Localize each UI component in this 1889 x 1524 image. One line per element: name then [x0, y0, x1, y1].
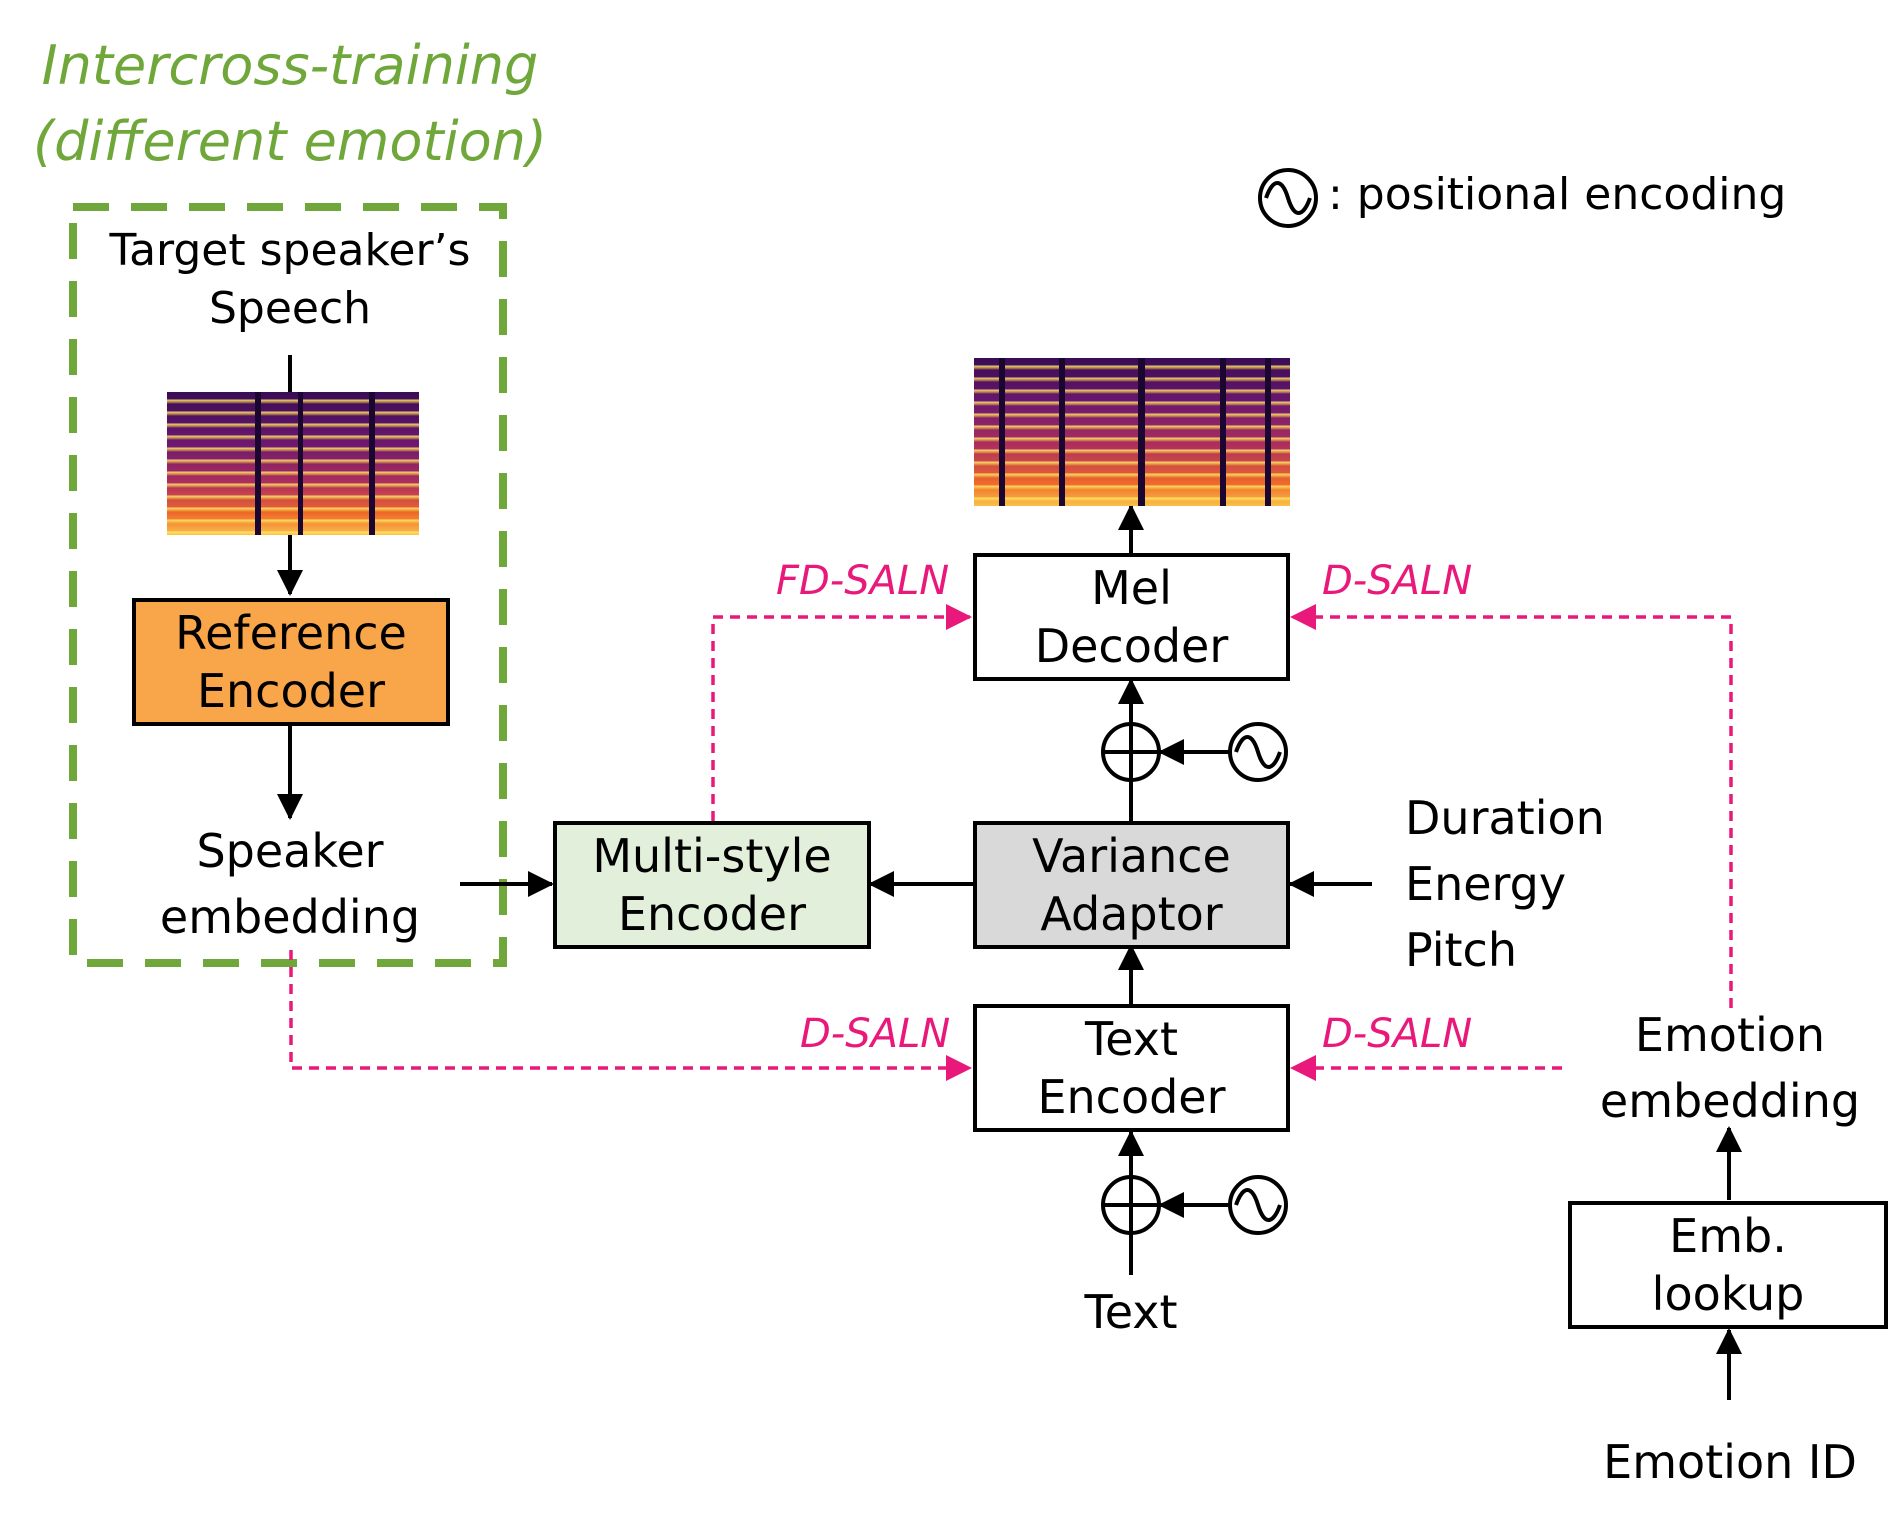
speaker-embedding-line2: embedding	[159, 890, 421, 944]
reference-encoder-line2: Encoder	[196, 664, 386, 718]
emotion-id-label: Emotion ID	[1603, 1435, 1857, 1489]
reference-encoder-block: Reference Encoder	[132, 598, 450, 726]
target-speech-line2: Speech	[208, 283, 372, 334]
emb-lookup-line1: Emb.	[1669, 1209, 1787, 1263]
reference-encoder-line1: Reference	[175, 606, 407, 660]
title-line1: Intercross-training	[41, 34, 539, 97]
multi-style-encoder-line2: Encoder	[617, 887, 807, 941]
intercross-training-group	[69, 203, 507, 967]
text-encoder-line1: Text	[1084, 1012, 1179, 1066]
speaker-embedding-label: Speaker embedding	[140, 822, 440, 946]
fd-saln-mel-label: FD-SALN	[776, 558, 950, 604]
d-saln-mel-label: D-SALN	[1322, 558, 1473, 604]
d-saln-emotion-mel-path	[1290, 604, 1733, 1008]
multi-style-encoder-line1: Multi-style	[592, 829, 832, 883]
mel-decoder-block: Mel Decoder	[973, 553, 1290, 681]
mel-decoder-line1: Mel	[1091, 561, 1172, 615]
d-saln-speaker-path	[289, 950, 972, 1081]
legend-text: : positional encoding	[1328, 169, 1787, 220]
fd-saln-path	[711, 604, 972, 821]
variance-adaptor-line2: Adaptor	[1040, 887, 1223, 941]
multi-style-encoder-block: Multi-style Encoder	[553, 821, 871, 949]
emotion-embedding-label: Emotion embedding	[1580, 1006, 1880, 1130]
text-encoder-block: Text Encoder	[973, 1004, 1290, 1132]
title-line2: (different emotion)	[33, 110, 547, 173]
input-spectrogram	[167, 392, 419, 535]
diagram-title: Intercross-training (different emotion)	[30, 28, 550, 180]
energy-label: Energy	[1405, 857, 1567, 911]
text-encoder-line2: Encoder	[1037, 1070, 1226, 1124]
variance-adaptor-line1: Variance	[1032, 829, 1231, 883]
text-input-label: Text	[1084, 1285, 1178, 1339]
variance-adaptor-block: Variance Adaptor	[973, 821, 1290, 949]
emotion-embedding-line1: Emotion	[1634, 1008, 1826, 1062]
target-speech-line1: Target speaker’s	[109, 225, 471, 276]
emb-lookup-block: Emb. lookup	[1568, 1201, 1888, 1329]
speaker-embedding-line1: Speaker	[196, 824, 384, 878]
emotion-embedding-line2: embedding	[1599, 1074, 1861, 1128]
legend-sine-circle-icon	[1258, 168, 1318, 228]
pitch-label: Pitch	[1405, 923, 1517, 977]
d-saln-text-left-label: D-SALN	[800, 1011, 951, 1057]
output-spectrogram	[974, 358, 1290, 506]
prosody-labels: Duration Energy Pitch	[1405, 789, 1605, 979]
duration-label: Duration	[1405, 791, 1605, 845]
d-saln-text-right-label: D-SALN	[1322, 1011, 1473, 1057]
target-speech-label: Target speaker’s Speech	[90, 222, 490, 338]
mel-decoder-line2: Decoder	[1034, 619, 1229, 673]
emb-lookup-line2: lookup	[1651, 1267, 1805, 1321]
